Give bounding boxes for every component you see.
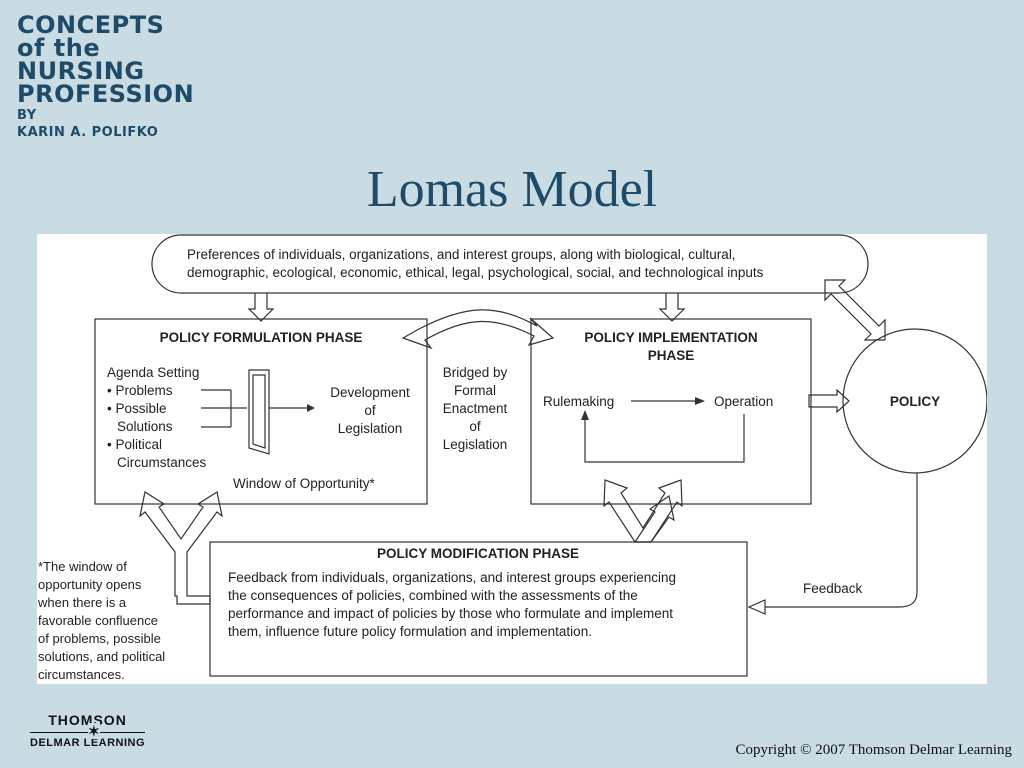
slide-title: Lomas Model	[366, 161, 658, 218]
feedback-line	[757, 473, 918, 608]
book-title-logo: CONCEPTS of the NURSING PROFESSION BY KA…	[17, 11, 195, 140]
window-inner	[252, 374, 266, 449]
footnote-line: circumstances.	[38, 667, 125, 682]
footnote-line: when there is a	[37, 595, 127, 610]
agenda-line: • Possible	[107, 401, 167, 416]
lomas-diagram: Preferences of individuals, organization…	[37, 234, 988, 682]
window-label: Window of Opportunity*	[233, 476, 376, 491]
publisher-name: THOMSON	[48, 712, 127, 728]
development-line: Legislation	[338, 421, 403, 436]
modification-line: performance and impact of policies by th…	[228, 606, 673, 621]
footnote-line: favorable confluence	[38, 613, 158, 628]
operation-label: Operation	[714, 394, 773, 409]
publisher-rule: ✶	[30, 723, 146, 739]
footnote-line: of problems, possible	[38, 631, 161, 646]
footnote-line: solutions, and political	[38, 649, 165, 664]
implementation-box	[530, 318, 812, 505]
bridge-line: Enactment	[443, 401, 508, 416]
arrowhead	[695, 397, 705, 405]
book-title-line: NURSING	[17, 57, 145, 85]
development-line: of	[364, 403, 376, 418]
bridge-line: Formal	[454, 383, 496, 398]
inputs-box	[151, 234, 869, 294]
modification-to-implementation-split-arrow	[633, 494, 675, 543]
bridge-double-arrow	[401, 309, 555, 350]
rulemaking-label: Rulemaking	[543, 394, 614, 409]
bridge-line: Legislation	[443, 437, 508, 452]
star-icon: ✶	[88, 723, 100, 739]
agenda-line: • Political	[107, 437, 162, 452]
publisher-logo: THOMSON ✶ DELMAR LEARNING	[30, 712, 146, 749]
modification-to-formulation-split-arrow	[139, 491, 223, 605]
modification-line: Feedback from individuals, organizations…	[228, 570, 676, 585]
arrowhead	[307, 404, 315, 412]
modification-line: the consequences of policies, combined w…	[228, 588, 638, 603]
book-by: BY	[17, 108, 37, 123]
footnote-line: *The window of	[38, 559, 127, 574]
bridge-line: of	[469, 419, 481, 434]
copyright: Copyright © 2007 Thomson Delmar Learning	[735, 742, 1013, 758]
formulation-title: POLICY FORMULATION PHASE	[160, 330, 363, 345]
operation-loop-arrow	[584, 414, 745, 463]
feedback-arrowhead	[747, 599, 766, 615]
operation-to-policy-arrow	[808, 388, 850, 414]
implementation-title-line: PHASE	[648, 348, 695, 363]
development-line: Development	[330, 385, 410, 400]
agenda-line: Circumstances	[117, 455, 207, 470]
diagram-panel: Preferences of individuals, organization…	[37, 234, 988, 684]
implementation-title-line: POLICY IMPLEMENTATION	[584, 330, 757, 345]
bridge-line: Bridged by	[443, 365, 508, 380]
feedback-label: Feedback	[803, 581, 863, 596]
inputs-to-formulation-arrow	[247, 293, 275, 322]
modification-title: POLICY MODIFICATION PHASE	[377, 546, 579, 561]
policy-label: POLICY	[890, 394, 940, 409]
inputs-policy-double-arrow	[824, 279, 886, 341]
modification-line: them, influence future policy formulatio…	[228, 624, 592, 639]
book-title-line: of the	[17, 34, 101, 62]
arrowhead	[581, 410, 589, 420]
modification-to-implementation-split-arrow-b	[603, 479, 683, 543]
window-of-opportunity-icon	[248, 369, 270, 455]
book-title-line: CONCEPTS	[17, 11, 165, 39]
inputs-to-implementation-arrow	[658, 293, 686, 322]
publisher-division: DELMAR LEARNING	[30, 737, 146, 749]
agenda-line: • Problems	[107, 383, 173, 398]
agenda-line: Agenda Setting	[107, 365, 199, 380]
book-title-line: PROFESSION	[17, 80, 195, 108]
inputs-text-line: demographic, ecological, economic, ethic…	[187, 265, 764, 280]
book-author: KARIN A. POLIFKO	[17, 125, 159, 140]
formulation-box	[94, 318, 428, 505]
modification-box	[209, 541, 748, 677]
agenda-line: Solutions	[117, 419, 173, 434]
inputs-text-line: Preferences of individuals, organization…	[187, 247, 736, 262]
footnote-line: opportunity opens	[38, 577, 142, 592]
